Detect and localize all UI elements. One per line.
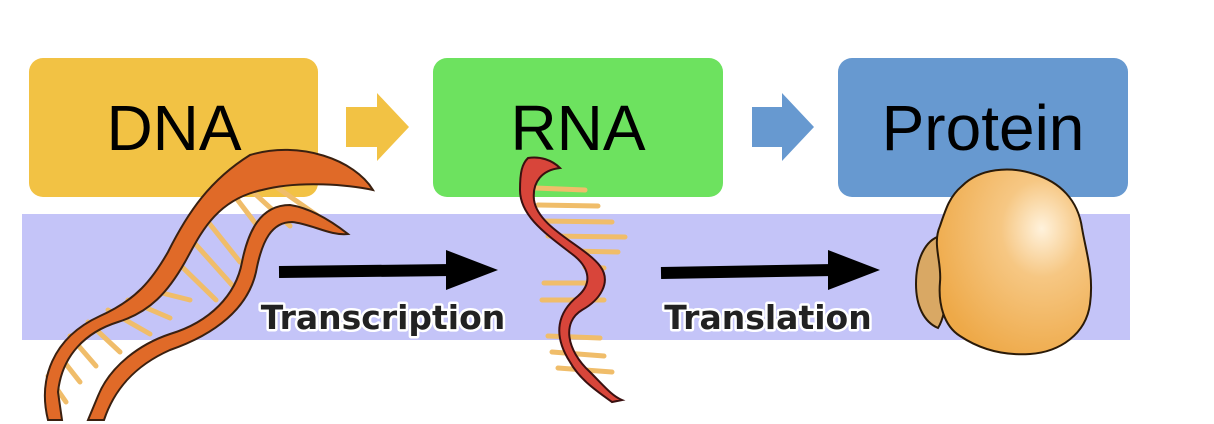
rna-strand-icon <box>518 156 628 404</box>
translation-arrow <box>660 250 880 290</box>
transcription-arrow <box>278 250 498 290</box>
rna-label: RNA <box>510 92 645 164</box>
rna-box <box>433 58 723 197</box>
dna-to-rna-arrow <box>346 93 409 161</box>
dna-label: DNA <box>106 92 241 164</box>
rna-to-protein-arrow <box>752 93 814 161</box>
translation-label: Translation <box>664 298 871 337</box>
transcription-label: Transcription <box>261 298 506 337</box>
protein-blob-icon <box>914 168 1093 356</box>
protein-box <box>838 58 1128 197</box>
protein-label: Protein <box>882 92 1085 164</box>
dna-double-helix-icon <box>44 148 376 421</box>
